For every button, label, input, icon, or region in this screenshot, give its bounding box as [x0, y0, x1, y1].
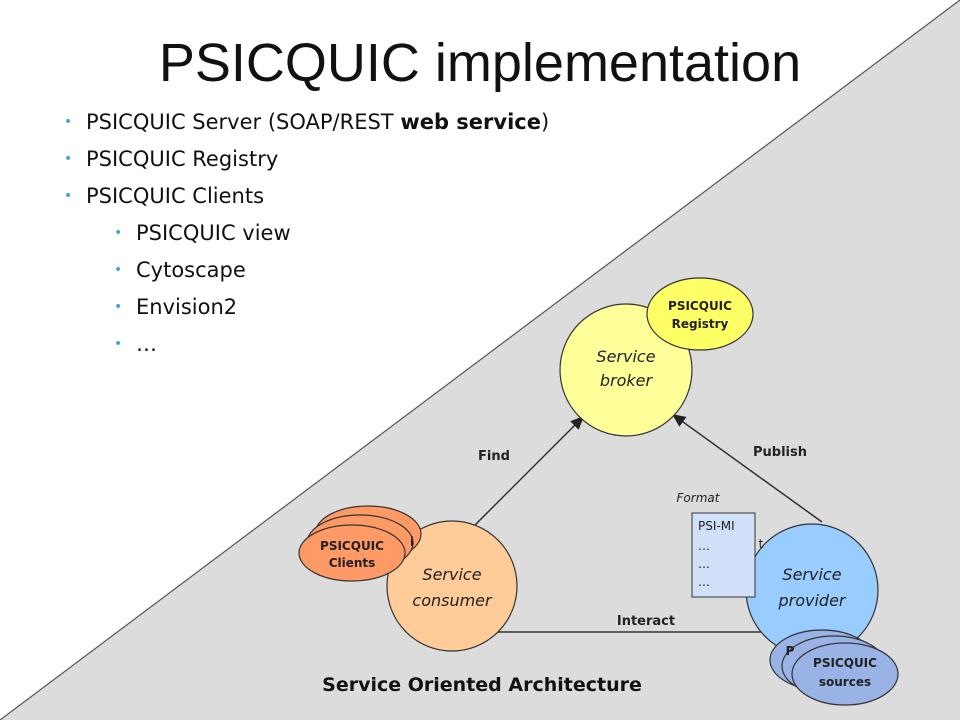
sub-bullet-cytoscape: Cytoscape: [114, 252, 549, 289]
slide-title: PSICQUIC implementation: [158, 33, 802, 93]
format-peek-label: t: [759, 537, 764, 551]
psicquic-clients-label-1: PSICQUIC: [320, 539, 384, 553]
psicquic-clients-label-2: Clients: [329, 556, 376, 570]
service-broker-label-2: broker: [600, 371, 654, 390]
psicquic-clients-node: [298, 524, 406, 582]
format-line-3: …: [698, 557, 710, 571]
format-line-2: …: [698, 539, 710, 553]
find-label: Find: [478, 449, 510, 464]
format-box: [691, 512, 756, 598]
sources-peek-label: P: [786, 644, 795, 658]
clients-peek-label: i: [410, 535, 414, 549]
service-consumer-label-2: consumer: [412, 591, 493, 610]
service-provider-label-1: Service: [782, 565, 841, 584]
bullet-server: PSICQUIC Server (SOAP/REST web service): [64, 104, 549, 141]
psicquic-registry-label-1: PSICQUIC: [668, 299, 732, 313]
publish-arrow: [671, 413, 823, 523]
bullet-server-prefix: PSICQUIC Server (SOAP/REST: [86, 110, 401, 134]
bullet-list: PSICQUIC Server (SOAP/REST web service) …: [64, 104, 549, 363]
bullet-server-bold: web service: [400, 110, 541, 134]
footer-caption: Service Oriented Architecture: [322, 674, 642, 696]
service-provider-label-2: provider: [777, 591, 846, 610]
psicquic-registry-node: [646, 277, 754, 351]
publish-label: Publish: [753, 445, 807, 460]
sub-bullet-ellipsis: …: [114, 326, 549, 363]
sub-bullet-view: PSICQUIC view: [114, 215, 549, 252]
bullet-registry: PSICQUIC Registry: [64, 141, 549, 178]
psicquic-sources-node: [791, 642, 899, 706]
sub-bullet-envision: Envision2: [114, 289, 549, 326]
interact-label: Interact: [617, 614, 675, 629]
bullet-server-suffix: ): [540, 110, 550, 134]
service-broker-label-1: Service: [596, 347, 655, 366]
service-consumer-label-1: Service: [422, 565, 481, 584]
bullet-clients: PSICQUIC Clients: [64, 178, 549, 215]
service-consumer-node: [386, 520, 518, 652]
format-label: Format: [677, 491, 721, 505]
psicquic-sources-label-1: PSICQUIC: [813, 656, 877, 670]
psicquic-registry-label-2: Registry: [672, 317, 729, 331]
format-line-4: …: [698, 575, 710, 589]
find-arrow: [459, 415, 585, 541]
format-line-1: PSI-MI: [698, 519, 735, 533]
psicquic-sources-label-2: sources: [819, 675, 871, 689]
